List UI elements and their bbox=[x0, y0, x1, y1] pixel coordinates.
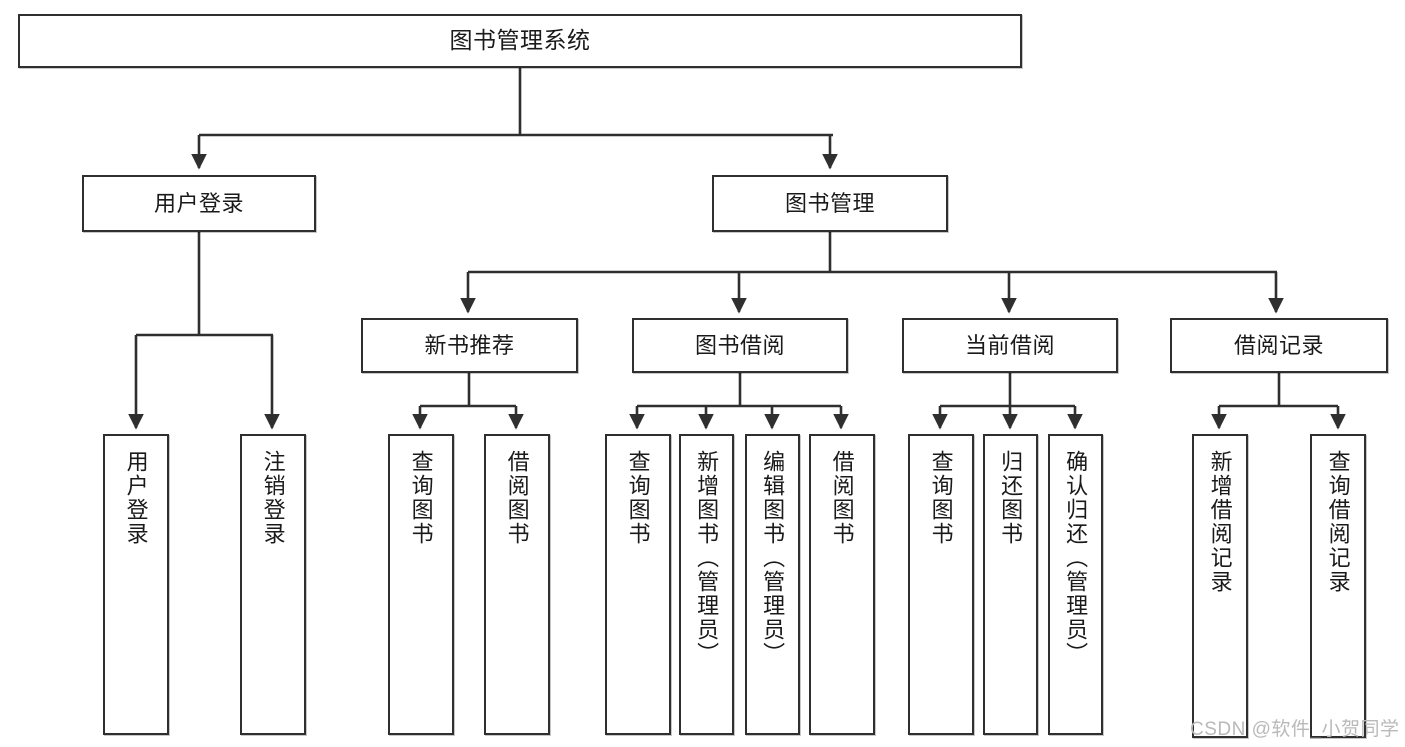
leaf-query-borrow-record[interactable]: 查询借阅记录 bbox=[1310, 434, 1366, 738]
node-borrow-records[interactable]: 借阅记录 bbox=[1170, 318, 1388, 373]
leaf-user-login[interactable]: 用户登录 bbox=[103, 434, 169, 735]
leaf-confirm-return-admin-label: 确认归还（管理员） bbox=[1063, 450, 1089, 666]
node-current-borrow[interactable]: 当前借阅 bbox=[902, 318, 1118, 373]
leaf-confirm-return-admin[interactable]: 确认归还（管理员） bbox=[1048, 434, 1103, 735]
node-user-login[interactable]: 用户登录 bbox=[82, 175, 316, 232]
leaf-borrow-books-label: 借阅图书 bbox=[829, 450, 855, 546]
leaf-query-borrow-record-label: 查询借阅记录 bbox=[1325, 450, 1351, 594]
leaf-return-books[interactable]: 归还图书 bbox=[983, 434, 1038, 735]
node-user-login-label: 用户登录 bbox=[153, 190, 244, 216]
node-book-management[interactable]: 图书管理 bbox=[712, 175, 948, 232]
leaf-add-book-admin[interactable]: 新增图书（管理员） bbox=[679, 434, 734, 735]
leaf-add-book-admin-label: 新增图书（管理员） bbox=[694, 450, 720, 666]
node-root[interactable]: 图书管理系统 bbox=[18, 14, 1022, 68]
leaf-add-borrow-record-label: 新增借阅记录 bbox=[1207, 450, 1233, 594]
leaf-borrow-books-recommend-label: 借阅图书 bbox=[504, 450, 530, 546]
leaf-logout-label: 注销登录 bbox=[260, 450, 286, 546]
leaf-add-borrow-record[interactable]: 新增借阅记录 bbox=[1192, 434, 1248, 738]
leaf-query-books-current[interactable]: 查询图书 bbox=[908, 434, 974, 735]
leaf-borrow-books[interactable]: 借阅图书 bbox=[809, 434, 875, 735]
node-current-borrow-label: 当前借阅 bbox=[964, 332, 1055, 358]
node-root-label: 图书管理系统 bbox=[449, 27, 591, 54]
leaf-query-books-recommend[interactable]: 查询图书 bbox=[388, 434, 454, 735]
node-book-borrow[interactable]: 图书借阅 bbox=[632, 318, 848, 373]
leaf-query-books-borrow-label: 查询图书 bbox=[625, 450, 651, 546]
leaf-logout[interactable]: 注销登录 bbox=[240, 434, 306, 735]
leaf-edit-book-admin-label: 编辑图书（管理员） bbox=[760, 450, 786, 666]
node-borrow-records-label: 借阅记录 bbox=[1233, 332, 1324, 358]
leaf-query-books-recommend-label: 查询图书 bbox=[408, 450, 434, 546]
leaf-return-books-label: 归还图书 bbox=[998, 450, 1024, 546]
node-new-book-recommend-label: 新书推荐 bbox=[424, 332, 515, 358]
node-book-borrow-label: 图书借阅 bbox=[694, 332, 785, 358]
leaf-user-login-label: 用户登录 bbox=[123, 450, 149, 546]
leaf-borrow-books-recommend[interactable]: 借阅图书 bbox=[484, 434, 550, 735]
leaf-query-books-current-label: 查询图书 bbox=[928, 450, 954, 546]
leaf-edit-book-admin[interactable]: 编辑图书（管理员） bbox=[745, 434, 800, 735]
node-book-management-label: 图书管理 bbox=[784, 190, 875, 216]
node-new-book-recommend[interactable]: 新书推荐 bbox=[361, 318, 578, 373]
leaf-query-books-borrow[interactable]: 查询图书 bbox=[605, 434, 671, 735]
